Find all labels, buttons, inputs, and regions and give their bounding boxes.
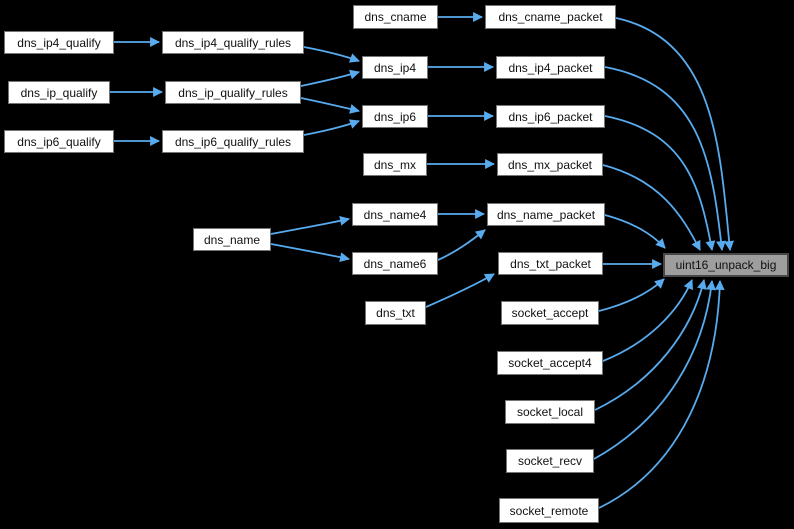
node-dns_name[interactable]: dns_name: [193, 228, 271, 251]
node-dns_ip_qualify_rules[interactable]: dns_ip_qualify_rules: [165, 81, 301, 104]
node-dns_ip6_qualify[interactable]: dns_ip6_qualify: [4, 130, 114, 153]
node-dns_name6[interactable]: dns_name6: [352, 252, 438, 275]
node-dns_txt_packet[interactable]: dns_txt_packet: [498, 252, 603, 275]
node-dns_cname[interactable]: dns_cname: [353, 5, 438, 29]
node-dns_name_packet[interactable]: dns_name_packet: [487, 203, 605, 226]
node-socket_accept4[interactable]: socket_accept4: [497, 351, 603, 375]
node-dns_ip6_qualify_rules[interactable]: dns_ip6_qualify_rules: [162, 130, 304, 153]
node-dns_ip6[interactable]: dns_ip6: [362, 105, 428, 128]
edge-socket_accept4-to-uint16_unpack_big: [602, 279, 693, 362]
edge-dns_ip_qualify_rules-to-dns_ip4: [300, 69, 360, 87]
edge-socket_local-to-uint16_unpack_big: [594, 279, 707, 411]
node-dns_ip4[interactable]: dns_ip4: [362, 56, 428, 79]
edge-socket_recv-to-uint16_unpack_big: [593, 280, 716, 460]
edge-socket_remote-to-uint16_unpack_big: [598, 280, 725, 509]
node-dns_ip4_packet[interactable]: dns_ip4_packet: [496, 56, 605, 79]
edge-dns_cname_packet-to-uint16_unpack_big: [615, 17, 735, 251]
node-dns_cname_packet[interactable]: dns_cname_packet: [485, 5, 616, 29]
node-dns_name4[interactable]: dns_name4: [352, 203, 438, 226]
edge-dns_ip4_packet-to-uint16_unpack_big: [604, 66, 726, 251]
edge-dns_name-to-dns_name4: [270, 215, 350, 235]
edge-dns_mx_packet-to-uint16_unpack_big: [602, 164, 701, 251]
edge-socket_accept-to-uint16_unpack_big: [598, 278, 665, 312]
node-uint16_unpack_big: uint16_unpack_big: [663, 253, 789, 277]
edge-dns_ip4_qualify_rules-to-dns_ip4: [303, 46, 360, 63]
node-dns_mx[interactable]: dns_mx: [363, 153, 427, 176]
edge-dns_txt-to-dns_txt_packet: [425, 273, 495, 308]
node-socket_accept[interactable]: socket_accept: [501, 301, 599, 325]
node-dns_txt[interactable]: dns_txt: [365, 301, 426, 325]
edge-dns_ip_qualify_rules-to-dns_ip6: [300, 97, 360, 114]
node-socket_local[interactable]: socket_local: [505, 400, 595, 424]
node-dns_ip4_qualify[interactable]: dns_ip4_qualify: [4, 31, 114, 54]
edge-dns_name6-to-dns_name_packet: [437, 229, 486, 261]
node-dns_ip4_qualify_rules[interactable]: dns_ip4_qualify_rules: [162, 31, 304, 54]
edge-dns_ip6_packet-to-uint16_unpack_big: [604, 115, 716, 251]
edge-dns_name-to-dns_name6: [270, 243, 350, 263]
node-dns_ip6_packet[interactable]: dns_ip6_packet: [496, 105, 605, 128]
node-dns_mx_packet[interactable]: dns_mx_packet: [497, 153, 603, 176]
edge-dns_name_packet-to-uint16_unpack_big: [604, 214, 666, 249]
node-socket_remote[interactable]: socket_remote: [499, 498, 599, 523]
node-socket_recv[interactable]: socket_recv: [506, 449, 594, 473]
node-dns_ip_qualify[interactable]: dns_ip_qualify: [8, 81, 110, 104]
edge-dns_ip6_qualify_rules-to-dns_ip6: [303, 119, 360, 136]
